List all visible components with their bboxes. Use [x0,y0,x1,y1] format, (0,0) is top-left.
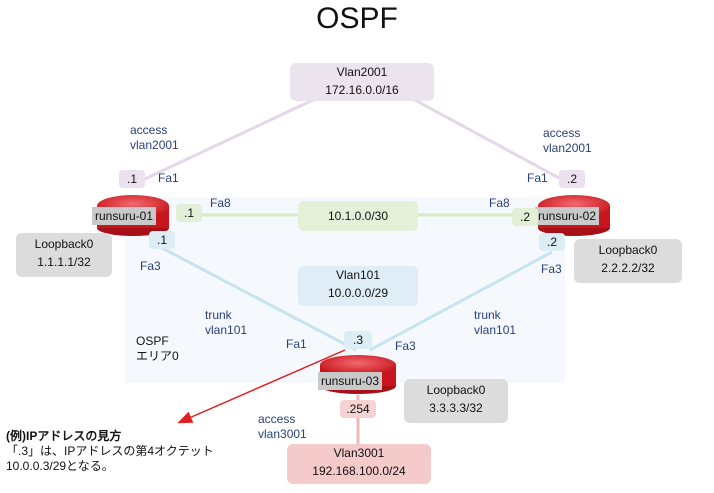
port-r2-fa1: Fa1 [527,171,548,185]
page-title: OSPF [316,2,398,35]
loopback-ip: 2.2.2.2/32 [601,261,655,275]
loopback-name: Loopback0 [426,383,486,397]
ip-r1-fa1: .1 [119,170,145,188]
network-r1-r2: 10.1.0.0/30 [298,201,418,231]
network-name: Vlan2001 [336,65,388,79]
network-subnet: 10.1.0.0/30 [327,209,389,223]
note-line-2: 10.0.0.3/29となる。 [6,459,114,473]
loopback-r1: Loopback0 1.1.1.1/32 [16,233,112,277]
network-vlan101: Vlan101 10.0.0.0/29 [298,266,418,306]
port-r2-fa3: Fa3 [541,262,562,276]
port-r3-fa1: Fa1 [286,337,307,351]
network-subnet: 10.0.0.0/29 [327,286,389,300]
note-line-1: 「.3」は、IPアドレスの第4オクテット [6,444,214,458]
network-subnet: 172.16.0.0/16 [325,83,399,97]
area-label: OSPF エリア0 [136,334,179,363]
ip-r3-vlan3001: .254 [340,400,376,418]
link-label-r2-access: access vlan2001 [543,126,592,155]
ip-r2-fa1: .2 [559,170,585,188]
port-r1-fa8: Fa8 [210,196,231,210]
port-r1-fa3: Fa3 [140,259,161,273]
loopback-r2: Loopback0 2.2.2.2/32 [574,239,682,283]
link-r2-vlan2001 [399,90,573,187]
router-label-r2: runsuru-02 [535,207,600,225]
loopback-name: Loopback0 [34,237,94,251]
network-vlan2001: Vlan2001 172.16.0.0/16 [290,63,434,101]
ip-r2-fa3: .2 [539,233,565,251]
note-heading: (例)IPアドレスの見方 [6,429,122,443]
ip-r2-fa8: .2 [512,208,538,226]
link-label-r1-trunk: trunk vlan101 [205,308,248,337]
network-subnet: 192.168.100.0/24 [312,464,406,478]
router-label-r3: runsuru-03 [318,372,383,390]
loopback-ip: 3.3.3.3/32 [429,401,483,415]
link-label-r1-access: access vlan2001 [130,123,179,152]
link-r1-vlan2001 [131,90,331,187]
network-name: Vlan101 [335,268,381,282]
router-label-r1: runsuru-01 [92,207,157,225]
link-r2-r3 [369,250,553,352]
ip-r3-fa1: .3 [344,331,372,349]
port-r3-fa3: Fa3 [395,339,416,353]
loopback-r3: Loopback0 3.3.3.3/32 [404,379,508,423]
ip-r1-fa3: .1 [149,231,175,249]
link-r1-r3 [161,246,357,352]
explanation-note: (例)IPアドレスの見方 「.3」は、IPアドレスの第4オクテット 10.0.0… [6,429,306,474]
port-r1-fa1: Fa1 [158,171,179,185]
loopback-ip: 1.1.1.1/32 [37,255,91,269]
port-r2-fa8: Fa8 [489,196,510,210]
network-name: Vlan3001 [333,446,385,460]
link-label-r3-access: access vlan3001 [258,412,307,441]
network-vlan3001: Vlan3001 192.168.100.0/24 [287,444,431,484]
link-label-r2-trunk: trunk vlan101 [474,308,517,337]
ip-r1-fa8: .1 [176,204,202,222]
note-arrow [177,349,346,424]
loopback-name: Loopback0 [598,243,658,257]
